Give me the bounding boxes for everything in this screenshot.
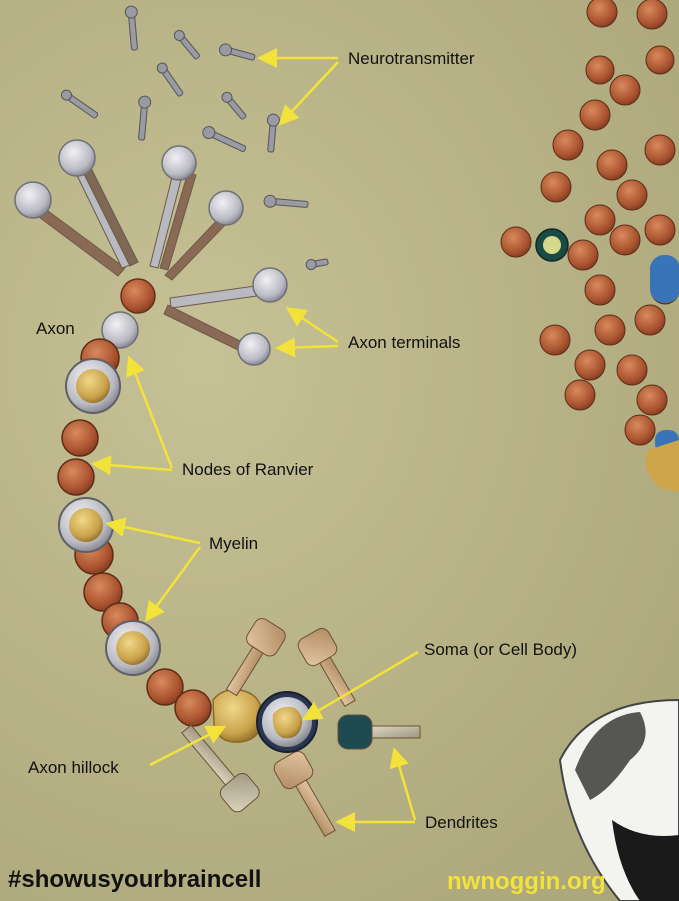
label-myelin: Myelin xyxy=(209,535,258,552)
penny-pile xyxy=(501,0,679,445)
site-url-text: nwnoggin.org xyxy=(447,870,606,894)
label-dendrites: Dendrites xyxy=(425,814,498,831)
brass-ring xyxy=(646,440,679,492)
soma-coin xyxy=(257,692,317,752)
hashtag-text: #showusyourbraincell xyxy=(8,868,261,892)
label-soma: Soma (or Cell Body) xyxy=(424,641,577,658)
hillock-nugget xyxy=(213,690,262,742)
label-axon-hillock: Axon hillock xyxy=(28,759,119,776)
label-axon: Axon xyxy=(36,320,75,337)
screw-group xyxy=(59,6,328,271)
label-axon-terminals: Axon terminals xyxy=(348,334,460,351)
label-neurotransmitter: Neurotransmitter xyxy=(348,50,475,67)
label-nodes-of-ranvier: Nodes of Ranvier xyxy=(182,461,313,478)
green-token-mark xyxy=(543,236,561,254)
hub-penny xyxy=(121,279,155,313)
blue-clip xyxy=(650,255,679,303)
